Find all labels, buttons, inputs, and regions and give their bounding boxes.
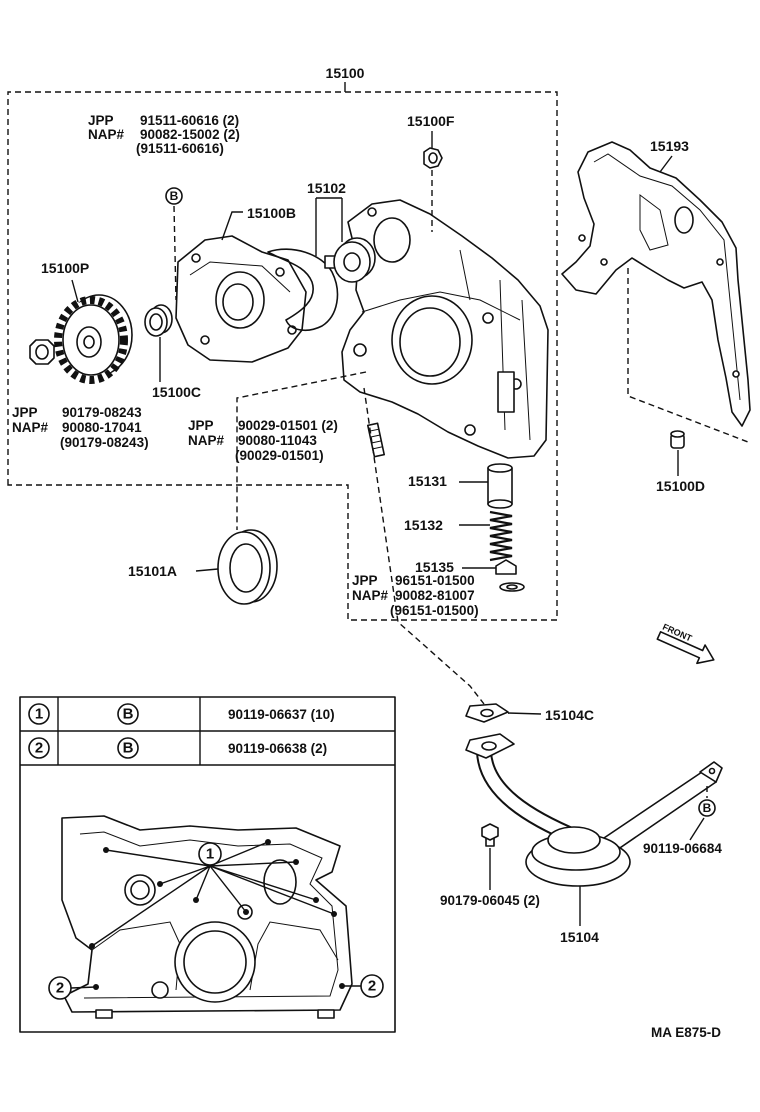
relief-spring-drawing bbox=[489, 510, 513, 562]
bolt-ref-marker-two-left: 2 bbox=[48, 976, 97, 1000]
alt-part-number: (91511-60616) bbox=[136, 141, 224, 156]
jpp-part-number: 91511-60616 (2) bbox=[140, 113, 239, 128]
oil-seal-drawing bbox=[217, 529, 278, 605]
gear-seal-drawing bbox=[144, 304, 173, 337]
table-row: 1 B 90119-06637 (10) bbox=[28, 703, 335, 725]
pump-body-part-number: 15100B bbox=[247, 205, 296, 221]
dowel-pin-drawing bbox=[670, 430, 685, 449]
relief-valve-part-number: 15131 bbox=[408, 473, 447, 489]
row-part-number: 90119-06637 (10) bbox=[228, 707, 335, 722]
jpp-tag: JPP bbox=[12, 405, 38, 420]
strainer-bolt-part-number: 90119-06684 bbox=[643, 841, 722, 856]
assembly-part-number: 15100 bbox=[326, 65, 365, 81]
callout-snap-ring: JPP 96151-01500 NAP# 90082-81007 (96151-… bbox=[352, 573, 479, 618]
row-ref: 2 bbox=[35, 740, 43, 757]
nap-tag: NAP# bbox=[88, 127, 125, 142]
bolt-marker-label: B bbox=[170, 189, 179, 203]
marker-one-label: 1 bbox=[206, 846, 214, 863]
strainer-nut-drawing bbox=[481, 823, 499, 847]
row-bolt-type: B bbox=[123, 740, 134, 757]
nap-part-number: 90080-11043 bbox=[238, 433, 317, 448]
relief-valve-drawing bbox=[487, 463, 513, 509]
alt-part-number: (96151-01500) bbox=[390, 603, 479, 618]
front-gasket-part-number: 15193 bbox=[650, 138, 689, 154]
bolt-location-drawing: 1 2 2 bbox=[48, 815, 384, 1019]
alt-part-number: (90179-08243) bbox=[60, 435, 149, 450]
assembly-boundary bbox=[7, 82, 558, 621]
oil-pump-body-drawing bbox=[175, 235, 307, 363]
leader-lines bbox=[71, 131, 749, 926]
spring-part-number: 15132 bbox=[404, 517, 443, 533]
spring-retainer-part-number: 15135 bbox=[415, 559, 454, 575]
oil-seal-part-number: 15101A bbox=[128, 563, 177, 579]
jpp-tag: JPP bbox=[88, 113, 114, 128]
strainer-part-number: 15104 bbox=[560, 929, 599, 945]
table-row: 2 B 90119-06638 (2) bbox=[28, 737, 327, 759]
bolt-table: 1 B 90119-06637 (10) 2 B 90119-06638 (2) bbox=[19, 696, 396, 1033]
row-bolt-type: B bbox=[123, 706, 134, 723]
spring-retainer-drawing bbox=[495, 559, 517, 575]
row-ref: 1 bbox=[35, 706, 43, 723]
bolt-ref-marker-one: 1 bbox=[198, 842, 222, 866]
bolt-ref-marker-two-right: 2 bbox=[342, 974, 384, 998]
nap-part-number: 90080-17041 bbox=[62, 420, 142, 435]
pump-gasket-part-number: 15102 bbox=[307, 180, 346, 196]
jpp-part-number: 96151-01500 bbox=[395, 573, 475, 588]
jpp-tag: JPP bbox=[188, 418, 214, 433]
dowel-part-number: 15100D bbox=[656, 478, 705, 494]
marker-two-label: 2 bbox=[56, 980, 64, 997]
gear-nut-drawing bbox=[29, 339, 55, 365]
nap-part-number: 90082-15002 (2) bbox=[140, 127, 240, 142]
jpp-part-number: 90029-01501 (2) bbox=[238, 418, 338, 433]
jpp-tag: JPP bbox=[352, 573, 378, 588]
strainer-gasket-part-number: 15104C bbox=[545, 707, 594, 723]
diagram-code: MA E875-D bbox=[651, 1025, 721, 1040]
nap-tag: NAP# bbox=[188, 433, 225, 448]
timing-gear-drawing bbox=[54, 294, 133, 384]
cover-nut-drawing bbox=[423, 147, 443, 169]
nap-tag: NAP# bbox=[352, 588, 389, 603]
oil-pump-cover-drawing bbox=[341, 199, 549, 459]
marker-two-label: 2 bbox=[368, 978, 376, 995]
alt-part-number: (90029-01501) bbox=[235, 448, 324, 463]
nap-part-number: 90082-81007 bbox=[395, 588, 475, 603]
cover-nut-part-number: 15100F bbox=[407, 113, 455, 129]
callout-stud: JPP 90029-01501 (2) NAP# 90080-11043 (90… bbox=[188, 418, 338, 463]
front-cover-gasket-drawing bbox=[561, 141, 751, 427]
jpp-part-number: 90179-08243 bbox=[62, 405, 142, 420]
timing-gear-part-number: 15100P bbox=[41, 260, 89, 276]
snap-ring-drawing bbox=[499, 582, 525, 592]
bolt-marker-cover: B bbox=[165, 187, 183, 205]
front-direction-arrow: FRONT bbox=[656, 622, 715, 665]
marker-one-leaders bbox=[91, 841, 335, 947]
drive-rotor-drawing bbox=[324, 237, 376, 283]
nap-tag: NAP# bbox=[12, 420, 49, 435]
bolt-marker-label: B bbox=[703, 801, 712, 815]
callout-cover-bolt: JPP 91511-60616 (2) NAP# 90082-15002 (2)… bbox=[88, 113, 240, 156]
gear-seal-part-number: 15100C bbox=[152, 384, 201, 400]
callout-gear-nut: JPP 90179-08243 NAP# 90080-17041 (90179-… bbox=[12, 405, 149, 450]
row-part-number: 90119-06638 (2) bbox=[228, 741, 327, 756]
bolt-marker-strainer: B bbox=[698, 799, 716, 817]
strainer-nut-part-number: 90179-06045 (2) bbox=[440, 893, 540, 908]
strainer-gasket-drawing bbox=[465, 703, 509, 723]
oil-strainer-drawing bbox=[465, 733, 723, 887]
